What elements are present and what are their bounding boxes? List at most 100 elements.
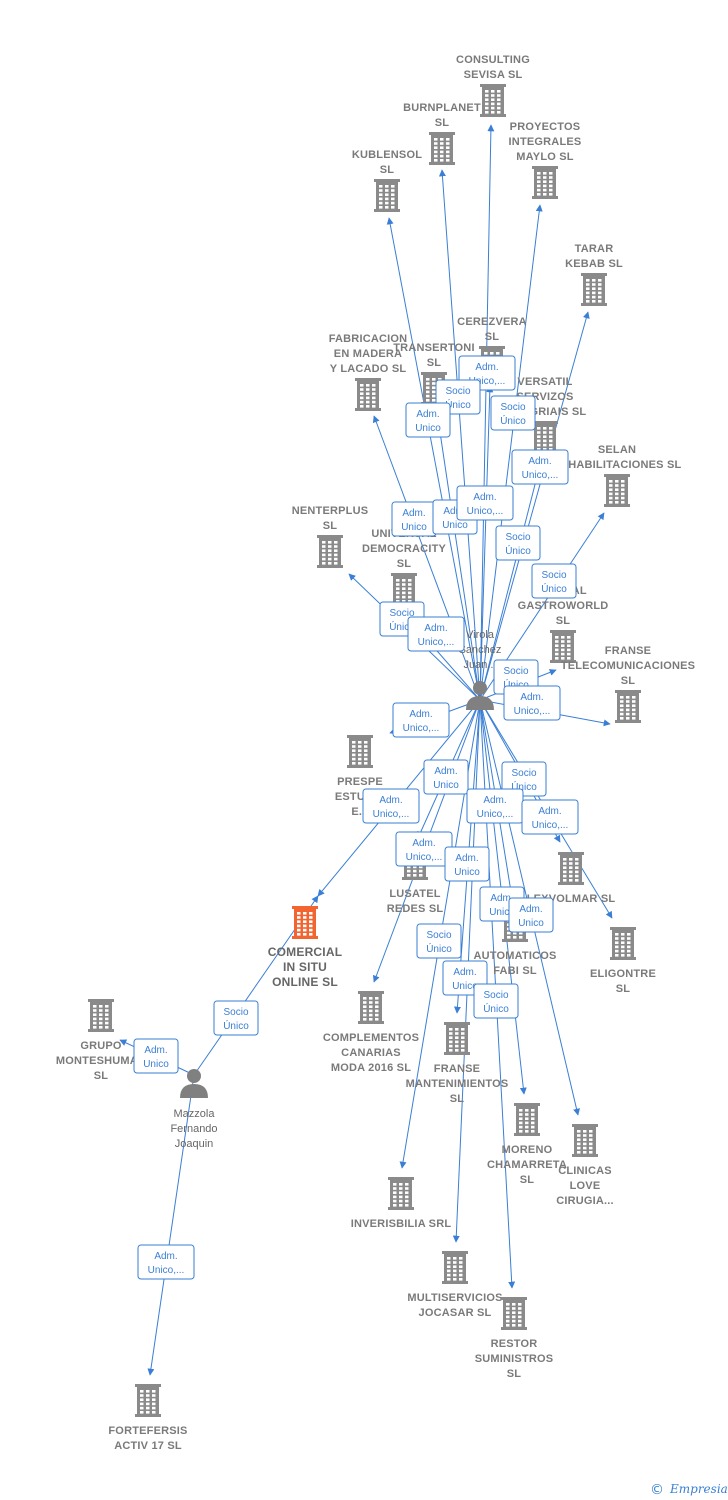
badge-text: Unico,... <box>477 809 514 820</box>
company-node-clinicas[interactable]: CLINICASLOVECIRUGIA... <box>556 1124 614 1207</box>
company-label: ELIGONTRE <box>590 968 656 980</box>
company-label: FRANSE <box>434 1063 480 1075</box>
relation-badge[interactable]: Adm.Unico,... <box>137 1244 195 1280</box>
company-node-inverisbilia[interactable]: INVERISBILIA SRL <box>351 1177 452 1230</box>
badge-frame <box>521 799 579 835</box>
relation-badge[interactable]: Adm.Unico <box>133 1038 179 1074</box>
copyright-symbol: © <box>650 1482 664 1498</box>
relation-badge[interactable]: Adm. Unico,... <box>466 788 524 824</box>
edge-virola-to-consulting <box>479 124 495 701</box>
company-label: CLINICAS <box>558 1165 612 1177</box>
relation-badge[interactable]: Adm.Unico <box>423 759 469 795</box>
company-label: GRUPO <box>80 1040 122 1052</box>
company-label: SL <box>380 164 395 176</box>
badge-text: Socio <box>541 570 566 581</box>
relation-badge[interactable]: Adm.Unico,... <box>503 685 561 721</box>
badge-text: Adm. <box>538 806 561 817</box>
relation-badge[interactable]: Adm.Unico <box>508 897 554 933</box>
relation-badge[interactable]: Adm.Unico,... <box>392 702 450 738</box>
person-node-virola[interactable]: VirolaSanchezJuan... <box>459 629 502 710</box>
badge-text: Adm. <box>475 362 498 373</box>
company-label: FORTEFERSIS <box>108 1425 187 1437</box>
badge-frame <box>456 485 514 521</box>
company-label: SL <box>323 520 338 532</box>
company-label: EN MADERA <box>334 348 402 360</box>
relation-badge[interactable]: Adm.Unico,... <box>362 788 420 824</box>
company-label: REHABILITACIONES SL <box>553 459 682 471</box>
company-label: SL <box>94 1070 109 1082</box>
relation-badge[interactable]: Adm.Unico <box>391 501 437 537</box>
badges-layer: Adm.Unico,...SocioÚnicoAdm.UnicoSocioÚni… <box>133 355 579 1280</box>
company-label: INVERISBILIA SRL <box>351 1218 452 1230</box>
building-icon <box>442 1251 468 1284</box>
company-label: COMERCIAL <box>268 945 342 959</box>
badge-text: Unico <box>518 918 544 929</box>
company-label: SL <box>507 1368 522 1380</box>
company-node-lexvolmar[interactable]: LEXVOLMAR SL <box>527 852 616 905</box>
company-label: TARAR <box>575 243 614 255</box>
company-label: SL <box>485 331 500 343</box>
company-node-selan[interactable]: SELAN REHABILITACIONES SL <box>553 444 682 507</box>
building-icon <box>347 735 373 768</box>
relation-badge[interactable]: Adm.Unico,... <box>511 449 569 485</box>
company-label: CIRUGIA... <box>556 1195 614 1207</box>
company-label: SEVISA SL <box>464 69 523 81</box>
badge-text: Único <box>541 582 567 595</box>
company-node-universal[interactable]: UNIVERSALDEMOCRACITYSL <box>362 528 447 606</box>
company-label: SL <box>621 675 636 687</box>
relation-badge[interactable]: Adm. Unico,... <box>521 799 579 835</box>
badge-text: Socio <box>483 990 508 1001</box>
edge-mazzola-to-fortefersis <box>147 1074 195 1376</box>
badge-text: Adm. <box>144 1045 167 1056</box>
company-node-prespe[interactable]: PRESPEESTUDIOE... <box>335 735 386 818</box>
relation-badge[interactable]: Adm.Unico,... <box>395 831 453 867</box>
badge-text: Socio <box>511 768 536 779</box>
badge-text: Adm. <box>154 1251 177 1262</box>
relation-badge[interactable]: Adm.Unico,... <box>456 485 514 521</box>
company-label: SELAN <box>598 444 636 456</box>
company-label: TELECOMUNICACIONES <box>561 660 695 672</box>
badge-text: Unico,... <box>469 376 506 387</box>
building-icon <box>88 999 114 1032</box>
badge-text: Adm. <box>483 795 506 806</box>
company-node-kublensol[interactable]: KUBLENSOL SL <box>352 149 422 212</box>
badge-text: Unico,... <box>532 820 569 831</box>
relation-badge[interactable]: Adm.Unico,... <box>407 616 465 652</box>
person-label: Joaquin <box>175 1138 214 1150</box>
relation-badge[interactable]: Adm.Unico <box>405 402 451 438</box>
badge-text: Adm. <box>412 838 435 849</box>
relation-badge[interactable]: Adm.Unico <box>444 846 490 882</box>
badge-text: Socio <box>389 608 414 619</box>
edge-virola-to-cerezvera <box>479 385 494 701</box>
company-label: KUBLENSOL <box>352 149 422 161</box>
badge-text: Unico <box>442 520 468 531</box>
company-label: COMPLEMENTOS <box>323 1032 419 1044</box>
badge-frame <box>508 897 554 933</box>
company-label: GASTROWORLD <box>518 600 609 612</box>
